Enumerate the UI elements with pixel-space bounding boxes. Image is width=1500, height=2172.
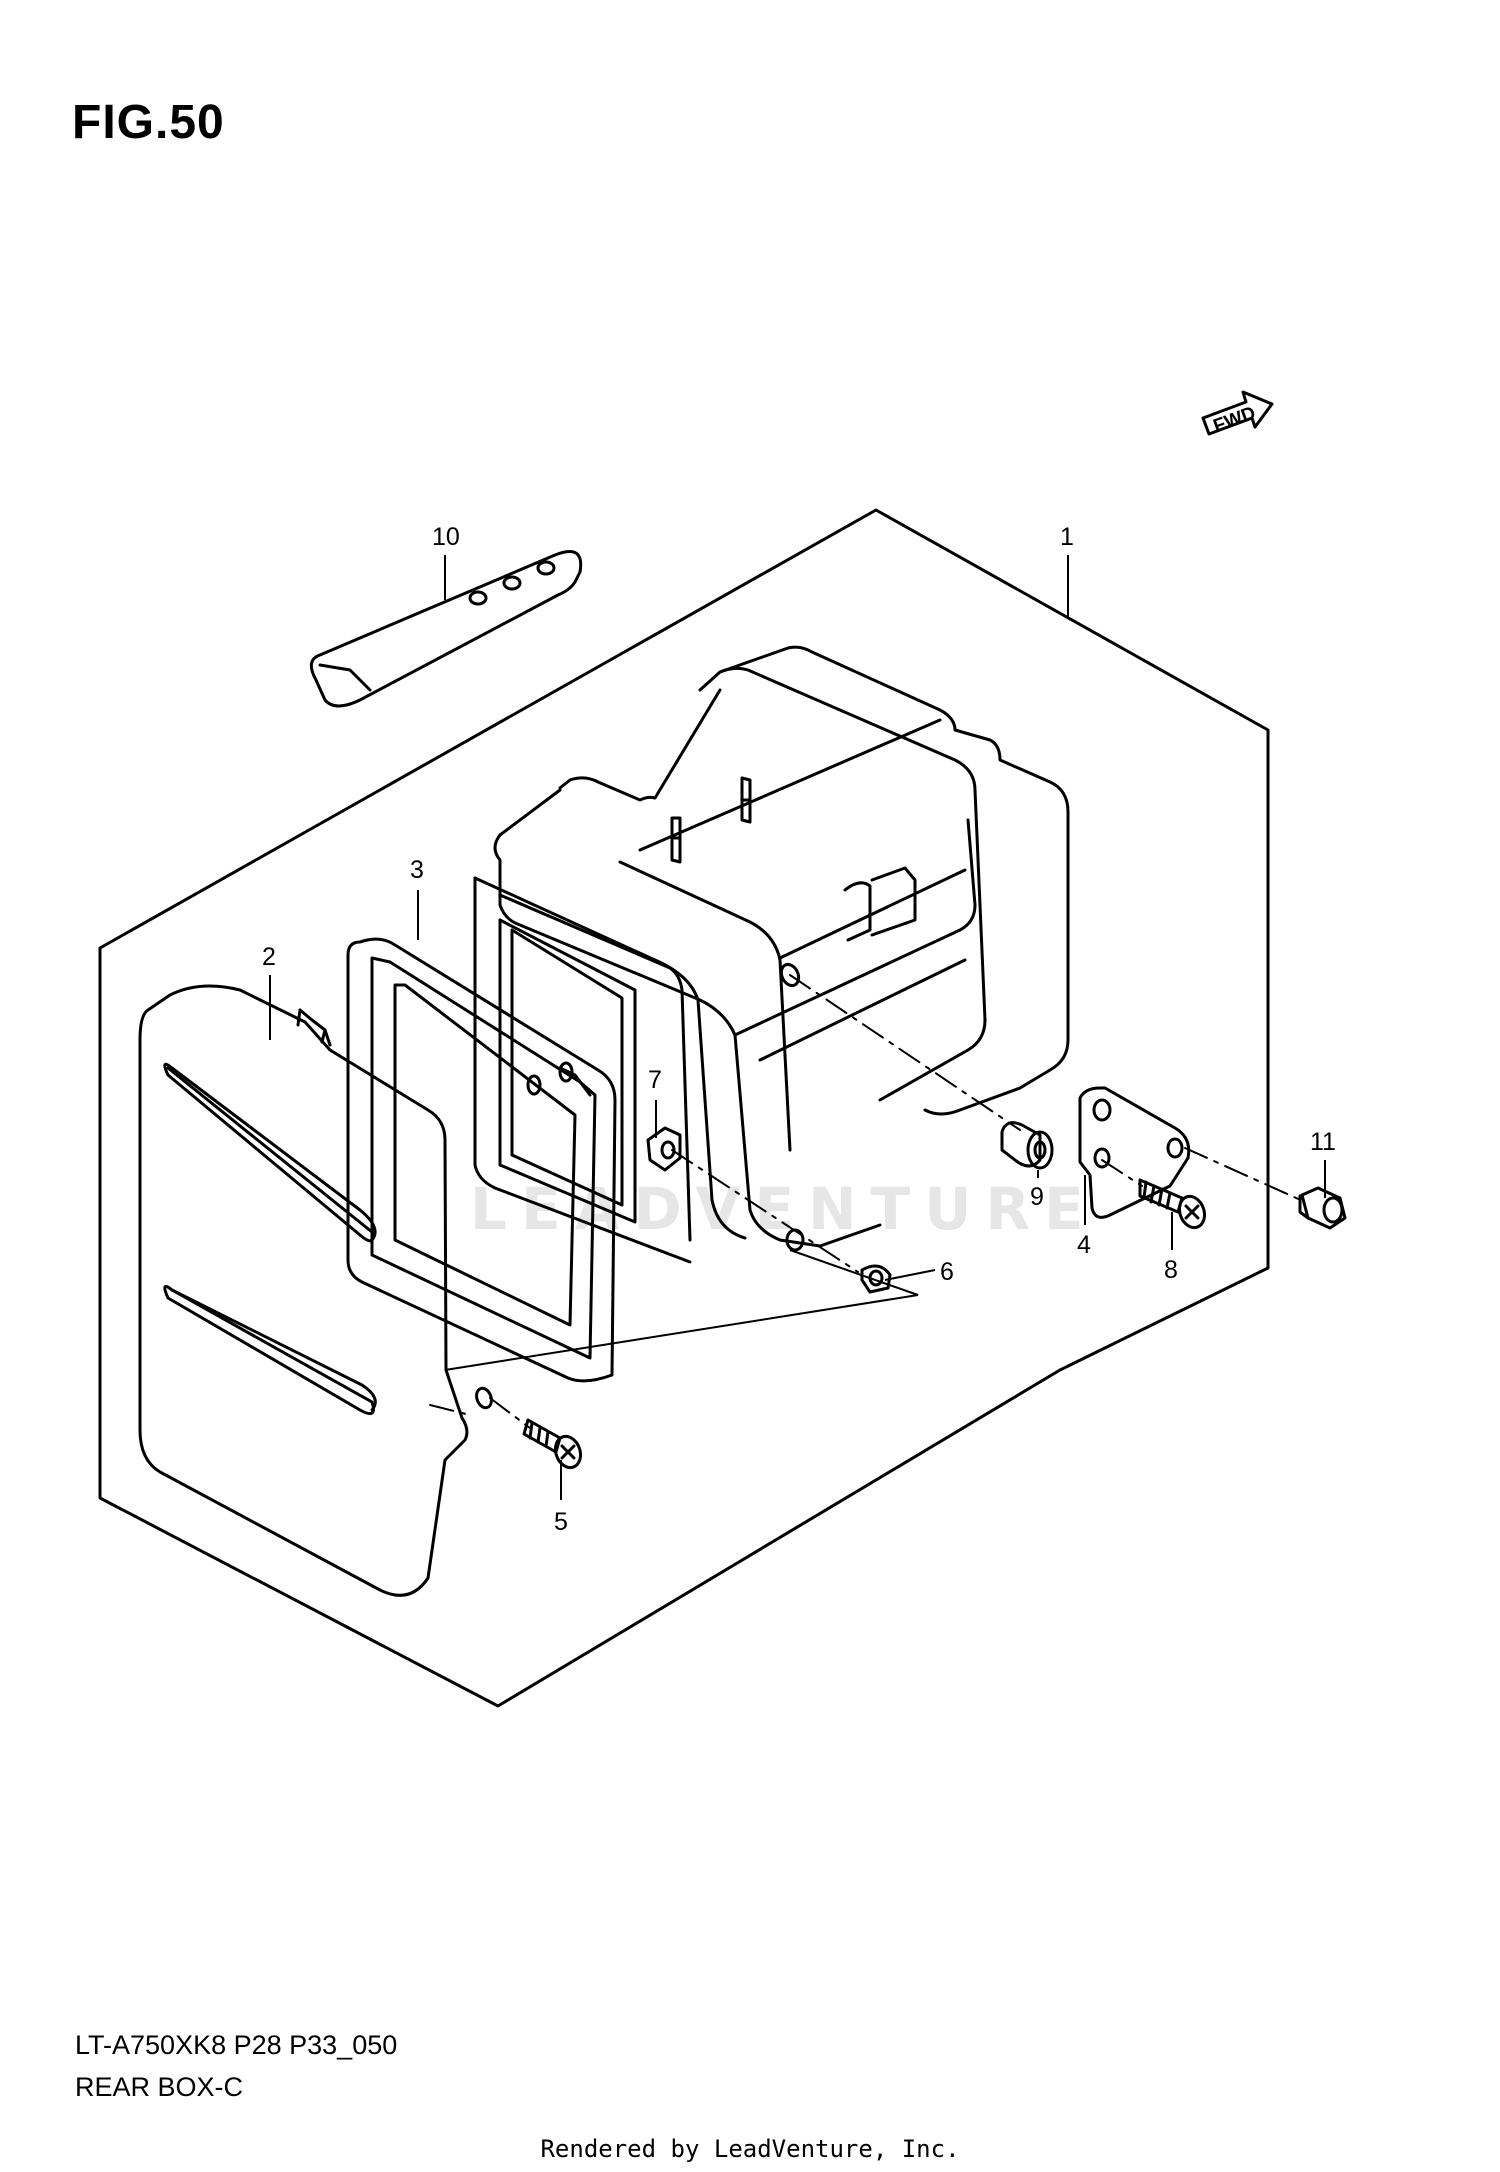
part-3-gasket <box>346 937 617 1383</box>
callout-3: 3 <box>410 856 424 884</box>
callout-7: 7 <box>648 1066 662 1094</box>
rendered-by-credit: Rendered by LeadVenture, Inc. <box>540 2135 960 2163</box>
callout-8: 8 <box>1164 1256 1178 1284</box>
fwd-label: FWD <box>1211 403 1259 438</box>
callout-11: 11 <box>1310 1128 1336 1156</box>
model-code: LT-A750XK8 P28 P33_050 <box>75 2030 398 2060</box>
figure-title: FIG.50 <box>72 96 225 149</box>
section-name: REAR BOX-C <box>75 2072 244 2102</box>
part-7-nut <box>646 1126 682 1172</box>
callout-10: 10 <box>432 523 460 551</box>
part-2-lid <box>138 984 493 1597</box>
assembly-bracket-outline <box>98 508 1270 1708</box>
part-1-rear-box <box>473 645 1070 1264</box>
part-9-grommet <box>1000 1121 1054 1170</box>
part-5-screw <box>522 1418 583 1470</box>
callout-6: 6 <box>940 1258 954 1286</box>
callout-5: 5 <box>554 1508 568 1536</box>
part-4-bracket <box>1078 1086 1191 1219</box>
fwd-arrow-icon: FWD <box>1201 390 1274 438</box>
callout-4: 4 <box>1077 1231 1091 1259</box>
callout-2: 2 <box>262 943 276 971</box>
part-10-strap <box>309 550 583 708</box>
part-11-bolt <box>1298 1186 1347 1230</box>
callout-1: 1 <box>1060 523 1074 551</box>
part-8-screw <box>1138 1178 1207 1230</box>
callout-9: 9 <box>1030 1183 1044 1211</box>
